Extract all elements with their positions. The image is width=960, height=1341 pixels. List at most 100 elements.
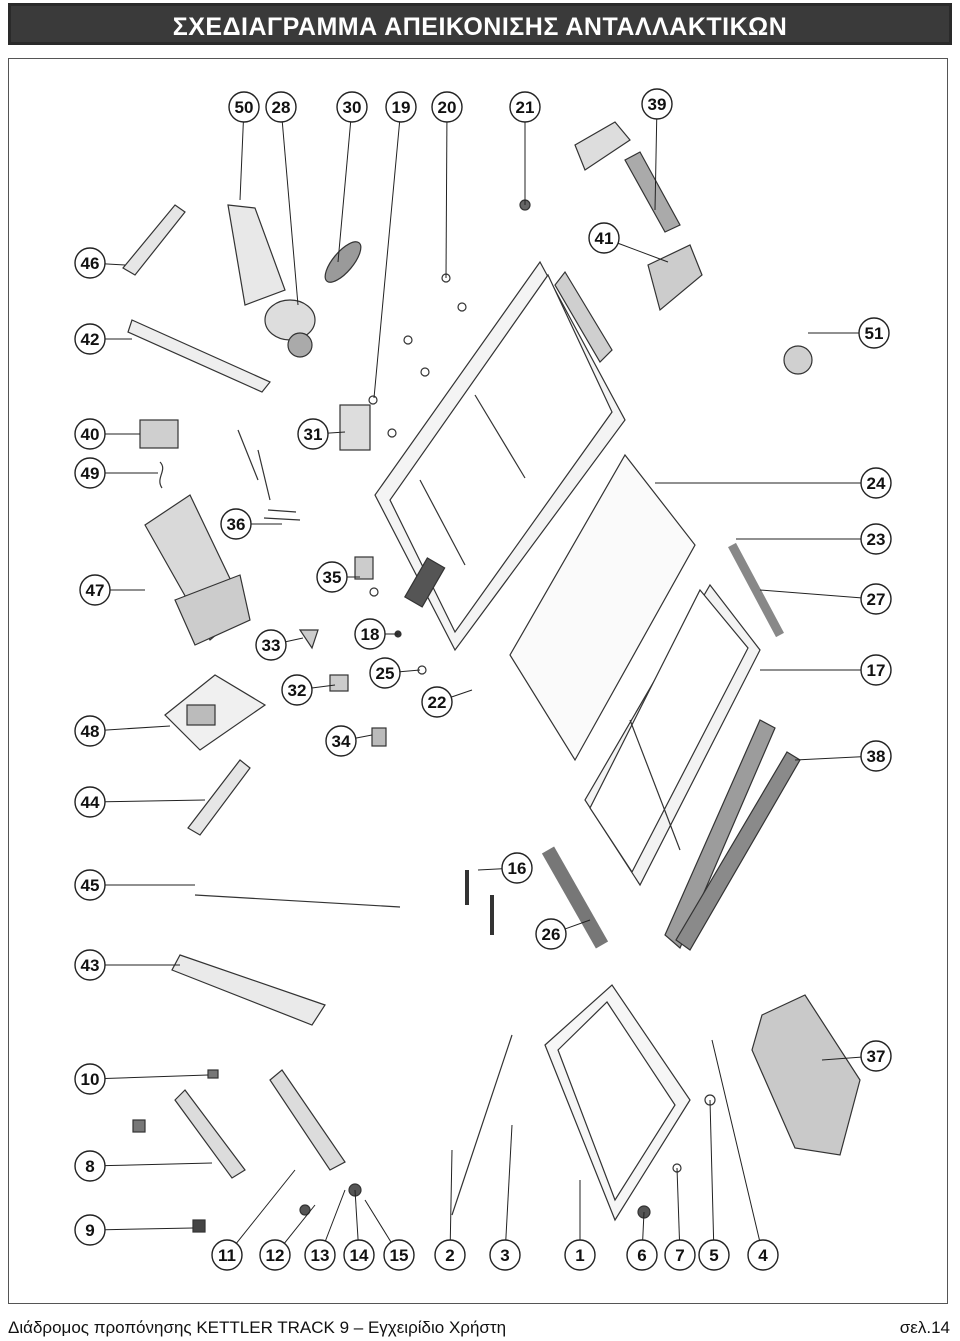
leader-line [794, 756, 862, 761]
callout-circle [858, 317, 890, 349]
leader-line [709, 1099, 715, 1241]
side-cover-part [647, 244, 703, 312]
callout-number: 37 [867, 1047, 886, 1066]
leader-line [239, 121, 244, 201]
callout-circle [698, 1239, 730, 1271]
callout-circle [325, 725, 357, 757]
leader-line [617, 242, 669, 263]
callout-circle [228, 91, 260, 123]
callout-circle [74, 949, 106, 981]
callout-circle [220, 508, 252, 540]
leader-line [399, 669, 421, 673]
callout-circle [383, 1239, 415, 1271]
rear-cover-part [751, 994, 861, 1156]
callout-number: 45 [81, 876, 100, 895]
callout-number: 22 [428, 693, 447, 712]
callout-circle [860, 654, 892, 686]
callout-number: 16 [508, 859, 527, 878]
callout-circle [385, 91, 417, 123]
callout-circle [74, 869, 106, 901]
callout-circle [281, 674, 313, 706]
callout-circle [509, 91, 541, 123]
callout-circle [421, 686, 453, 718]
leader-line [711, 1039, 761, 1241]
front-cover-part [171, 954, 326, 1026]
leader-line [654, 118, 658, 211]
callout-circle [431, 91, 463, 123]
callout-circle [74, 457, 106, 489]
callout-circle [588, 222, 620, 254]
leader-line [327, 431, 346, 434]
callout-circle [304, 1239, 336, 1271]
running-deck-part [509, 453, 696, 762]
handrail-lower-part [187, 759, 251, 836]
callout-circle [74, 786, 106, 818]
callout-number: 31 [304, 425, 323, 444]
callout-circle [74, 323, 106, 355]
callout-number: 48 [81, 722, 100, 741]
callout-circle [369, 657, 401, 689]
callout-circle [747, 1239, 779, 1271]
callout-number: 5 [709, 1246, 718, 1265]
callout-number: 14 [350, 1246, 369, 1265]
leader-line [311, 684, 336, 689]
callout-circle [489, 1239, 521, 1271]
callout-circle [265, 91, 297, 123]
diagram-frame [8, 58, 948, 1304]
callout-number: 40 [81, 425, 100, 444]
callout-circle [354, 618, 386, 650]
leader-line [505, 1124, 513, 1241]
title-band [11, 6, 949, 42]
callout-number: 8 [85, 1157, 94, 1176]
leader-line [104, 1162, 213, 1167]
callout-number: 51 [865, 324, 884, 343]
side-rail-part-2 [675, 751, 801, 951]
callout-number: 1 [575, 1246, 584, 1265]
callout-circle [74, 1063, 106, 1095]
callout-circle [74, 418, 106, 450]
callout-number: 49 [81, 464, 100, 483]
callout-number: 44 [81, 793, 100, 812]
leader-line [104, 1074, 209, 1079]
page-title: ΣΧΕΔΙΑΓΡΑΜΜΑ ΑΠΕΙΚΟΝΙΣΗΣ ΑΝΤΑΛΛΑΚΤΙΚΩΝ [172, 13, 788, 41]
callout-number: 24 [867, 474, 886, 493]
callout-circle [641, 88, 673, 120]
callout-circle [860, 583, 892, 615]
leader-line [281, 121, 299, 306]
side-rail-part [664, 719, 776, 949]
callout-number: 35 [323, 568, 342, 587]
callout-number: 36 [227, 515, 246, 534]
callout-number: 10 [81, 1070, 100, 1089]
front-roller-part [541, 846, 609, 949]
leader-line [104, 1227, 194, 1231]
callout-number: 34 [332, 732, 351, 751]
callout-number: 4 [758, 1246, 768, 1265]
belt-part [324, 241, 362, 283]
callout-circle [626, 1239, 658, 1271]
callout-number: 38 [867, 747, 886, 766]
callout-number: 42 [81, 330, 100, 349]
leader-line [354, 1189, 359, 1241]
callout-number: 9 [85, 1221, 94, 1240]
callout-number: 12 [266, 1246, 285, 1265]
leader-line [373, 121, 401, 399]
callout-number: 3 [500, 1246, 509, 1265]
leader-line [285, 637, 304, 643]
rear-roller-part [728, 542, 784, 638]
leader-line [642, 1211, 645, 1241]
callout-number: 11 [218, 1246, 236, 1265]
callout-number: 41 [595, 229, 614, 248]
page-number: σελ.14 [899, 1318, 950, 1337]
callout-circle [297, 418, 329, 450]
leader-line [104, 799, 206, 803]
callout-circle [860, 740, 892, 772]
callout-number: 19 [392, 98, 411, 117]
callout-number: 25 [376, 664, 395, 683]
callout-number: 27 [867, 590, 886, 609]
leader-line [337, 121, 352, 263]
top-cover-part [574, 121, 631, 171]
callout-circle [259, 1239, 291, 1271]
callout-number: 39 [648, 95, 667, 114]
rod-part [451, 1034, 513, 1216]
